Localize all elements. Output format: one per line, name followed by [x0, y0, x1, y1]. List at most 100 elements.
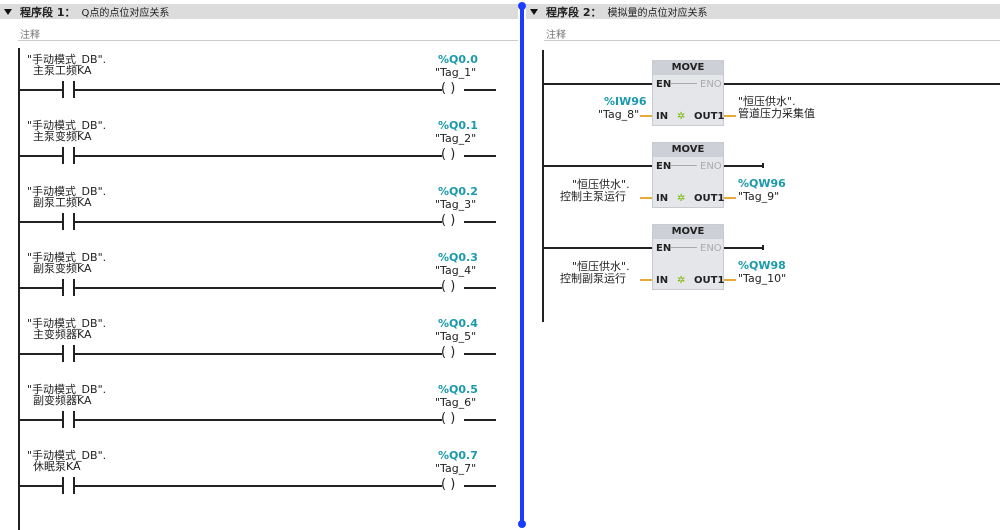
- contact-tag-line2[interactable]: 副泵变频KA: [33, 262, 92, 275]
- contact-bar-right[interactable]: [73, 213, 75, 230]
- coil-symbol[interactable]: ( ): [441, 411, 456, 426]
- coil-tag[interactable]: "Tag_1": [435, 66, 477, 79]
- coil-symbol[interactable]: ( ): [441, 345, 456, 360]
- splitter-bar[interactable]: [520, 4, 524, 526]
- rung[interactable]: "手动模式_DB".主泵工频KA %Q0.0"Tag_1" ( ): [0, 54, 518, 114]
- splitter-handle-bottom[interactable]: [518, 520, 526, 528]
- coil-address[interactable]: %Q0.1: [438, 119, 478, 132]
- in-tag-line1[interactable]: "恒压供水".: [572, 178, 630, 191]
- coil-address[interactable]: %Q0.2: [438, 185, 478, 198]
- network-2-description[interactable]: 模拟量的点位对应关系: [607, 8, 708, 19]
- contact-bar-left[interactable]: [62, 147, 64, 164]
- coil-symbol[interactable]: ( ): [441, 477, 456, 492]
- contact-bar-left[interactable]: [62, 345, 64, 362]
- coil-tag[interactable]: "Tag_4": [435, 264, 477, 277]
- coil-tag[interactable]: "Tag_6": [435, 396, 477, 409]
- out-tag-line2[interactable]: 管道压力采集值: [738, 107, 815, 120]
- rung[interactable]: "手动模式_DB".主变频器KA %Q0.4"Tag_5" ( ): [0, 318, 518, 378]
- move-star-icon: ✲: [677, 111, 686, 122]
- out-address[interactable]: %QW98: [738, 259, 786, 272]
- network-1-pane[interactable]: 程序段 1： Q点的点位对应关系 注释 "手动模式_DB".主泵工频KA%Q0.…: [0, 0, 518, 530]
- in-tag-line2[interactable]: 控制主泵运行: [560, 190, 626, 203]
- coil-address[interactable]: %Q0.0: [438, 53, 478, 66]
- contact-tag-line2[interactable]: 副变频器KA: [33, 394, 92, 407]
- in-tag-line2[interactable]: 控制副泵运行: [560, 272, 626, 285]
- network-1-description[interactable]: Q点的点位对应关系: [81, 8, 170, 19]
- wire: [74, 353, 442, 355]
- rung[interactable]: "手动模式_DB".副泵工频KA %Q0.2"Tag_3" ( ): [0, 186, 518, 246]
- contact-tag-line2[interactable]: 副泵工频KA: [33, 196, 92, 209]
- contact-tag-line1[interactable]: "手动模式_DB".: [27, 317, 107, 330]
- contact-bar-left[interactable]: [62, 411, 64, 428]
- out-tag[interactable]: "Tag_10": [738, 272, 787, 285]
- out-address[interactable]: %QW96: [738, 177, 786, 190]
- collapse-triangle-icon[interactable]: [530, 8, 538, 15]
- in-tag-line1[interactable]: "恒压供水".: [572, 260, 630, 273]
- in-address[interactable]: %IW96: [604, 95, 647, 108]
- pin-out: OUT1: [694, 193, 725, 204]
- divider: [18, 40, 518, 41]
- move-star-icon: ✲: [677, 193, 686, 204]
- contact-bar-right[interactable]: [73, 345, 75, 362]
- contact-bar-left[interactable]: [62, 213, 64, 230]
- rung[interactable]: "手动模式_DB".副泵变频KA %Q0.3"Tag_4" ( ): [0, 252, 518, 312]
- rung[interactable]: "手动模式_DB".休眠泵KA %Q0.7"Tag_7" ( ): [0, 450, 518, 510]
- contact-bar-left[interactable]: [62, 81, 64, 98]
- coil-tag[interactable]: "Tag_7": [435, 462, 477, 475]
- coil-address[interactable]: %Q0.3: [438, 251, 478, 264]
- coil-address[interactable]: %Q0.7: [438, 449, 478, 462]
- pin-out: OUT1: [694, 275, 725, 286]
- wire: [74, 155, 442, 157]
- contact-bar-right[interactable]: [73, 279, 75, 296]
- coil-symbol[interactable]: ( ): [441, 279, 456, 294]
- coil-address[interactable]: %Q0.5: [438, 383, 478, 396]
- contact-tag-line1[interactable]: "手动模式_DB".: [27, 185, 107, 198]
- block-title: MOVE: [653, 61, 723, 75]
- contact-tag-line1[interactable]: "手动模式_DB".: [27, 53, 107, 66]
- contact-bar-right[interactable]: [73, 81, 75, 98]
- out-tag[interactable]: "Tag_9": [738, 190, 780, 203]
- contact-tag-line2[interactable]: 休眠泵KA: [33, 460, 81, 473]
- contact-tag-line1[interactable]: "手动模式_DB".: [27, 119, 107, 132]
- wire: [464, 221, 496, 223]
- network-2-header[interactable]: 程序段 2： 模拟量的点位对应关系: [526, 4, 1000, 19]
- coil-tag[interactable]: "Tag_2": [435, 132, 477, 145]
- contact-bar-left[interactable]: [62, 477, 64, 494]
- coil-symbol[interactable]: ( ): [441, 213, 456, 228]
- contact-tag-line2[interactable]: 主泵工频KA: [33, 64, 92, 77]
- out-tag-line1[interactable]: "恒压供水".: [738, 95, 796, 108]
- contact-tag-line1[interactable]: "手动模式_DB".: [27, 251, 107, 264]
- contact-tag-line1[interactable]: "手动模式_DB".: [27, 383, 107, 396]
- network-2-title: 程序段 2：: [546, 5, 602, 19]
- coil-tag[interactable]: "Tag_5": [435, 330, 477, 343]
- coil-symbol[interactable]: ( ): [441, 147, 456, 162]
- pane-splitter[interactable]: [518, 0, 526, 530]
- wire: [464, 353, 496, 355]
- contact-tag-line2[interactable]: 主变频器KA: [33, 328, 92, 341]
- eno-wire: [724, 247, 762, 249]
- coil-address[interactable]: %Q0.4: [438, 317, 478, 330]
- contact-bar-left[interactable]: [62, 279, 64, 296]
- coil-tag[interactable]: "Tag_3": [435, 198, 477, 211]
- network-1-header[interactable]: 程序段 1： Q点的点位对应关系: [0, 4, 518, 19]
- network-1-comment[interactable]: 注释: [20, 30, 40, 41]
- contact-bar-right[interactable]: [73, 147, 75, 164]
- coil-symbol[interactable]: ( ): [441, 81, 456, 96]
- network-2-comment[interactable]: 注释: [546, 30, 566, 41]
- contact-tag-line1[interactable]: "手动模式_DB".: [27, 449, 107, 462]
- contact-bar-right[interactable]: [73, 477, 75, 494]
- contact-bar-right[interactable]: [73, 411, 75, 428]
- rung[interactable]: "手动模式_DB".副变频器KA %Q0.5"Tag_6" ( ): [0, 384, 518, 444]
- contact-tag-line2[interactable]: 主泵变频KA: [33, 130, 92, 143]
- in-tag[interactable]: "Tag_8": [598, 108, 640, 121]
- collapse-triangle-icon[interactable]: [4, 8, 12, 15]
- eno-wire: [724, 83, 1000, 85]
- rung[interactable]: "手动模式_DB".主泵变频KA %Q0.1"Tag_2" ( ): [0, 120, 518, 180]
